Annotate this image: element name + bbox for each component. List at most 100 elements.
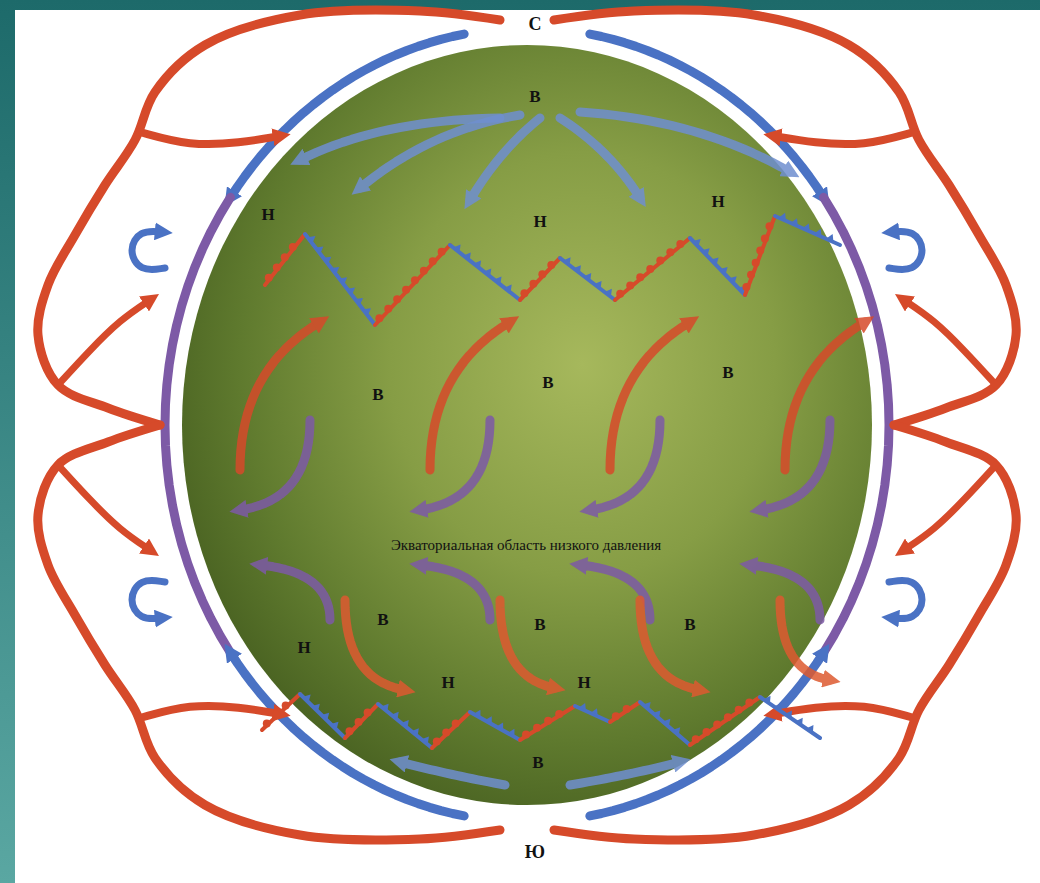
front-tooth [496, 723, 503, 731]
surface-flow [590, 653, 824, 816]
rising-curl [889, 231, 922, 269]
front-tooth [331, 267, 339, 274]
wind-arrow [590, 420, 660, 510]
wind-arrow [260, 565, 330, 620]
cold-front [378, 704, 432, 748]
pressure-letter: В [684, 616, 695, 635]
upper-air-flow [554, 425, 1016, 840]
front-bump [533, 724, 541, 732]
front-bump [724, 713, 732, 721]
front-tooth [323, 257, 331, 264]
front-bump [742, 283, 750, 291]
cold-front [760, 697, 820, 738]
front-bump [345, 727, 353, 735]
front-bump [666, 248, 674, 256]
front-bump [702, 728, 710, 736]
front-tooth [579, 703, 586, 711]
wind-arrow [640, 600, 700, 690]
wind-arrow [570, 762, 680, 785]
cell-flow [58, 300, 150, 385]
cell-flow [58, 465, 150, 550]
front-bump [522, 731, 530, 739]
front-tooth [421, 736, 429, 744]
front-tooth [594, 281, 601, 289]
front-bump [355, 718, 363, 726]
front-tooth [785, 710, 792, 718]
pressure-letter: Н [577, 674, 590, 693]
front-tooth [381, 704, 389, 712]
wind-arrow [560, 118, 640, 198]
front-bump [766, 222, 774, 230]
warm-front [520, 258, 560, 300]
warm-front [615, 238, 690, 300]
wind-arrow [300, 118, 500, 160]
front-tooth [720, 267, 728, 275]
front-bump [676, 240, 684, 248]
pressure-letter: В [542, 374, 553, 393]
cold-front [690, 238, 745, 295]
wind-arrow [430, 322, 510, 470]
front-tooth [814, 229, 821, 237]
front-tooth [484, 269, 491, 277]
upper-air-flow [38, 425, 500, 840]
front-bump [384, 305, 392, 313]
front-tooth [796, 718, 803, 726]
front-tooth [339, 277, 347, 284]
front-bump [263, 719, 271, 727]
wind-arrow [470, 118, 540, 200]
front-bump [747, 271, 755, 279]
wind-arrow [420, 420, 490, 510]
front-tooth [774, 703, 781, 711]
front-tooth [763, 696, 770, 704]
front-tooth [474, 261, 481, 269]
front-tooth [303, 695, 311, 703]
cell-flow [904, 465, 996, 550]
front-bump [272, 710, 280, 718]
wind-arrow [345, 600, 405, 690]
pole-letter: Ю [525, 843, 545, 863]
wind-arrow [420, 565, 490, 620]
front-bump [433, 737, 441, 745]
front-tooth [574, 265, 581, 273]
front-tooth [307, 236, 315, 243]
warm-front [375, 245, 450, 325]
pressure-letter: В [372, 386, 383, 405]
front-tooth [673, 727, 681, 735]
front-tooth [321, 713, 329, 721]
cold-front [300, 694, 345, 738]
wind-arrow [760, 420, 830, 510]
front-tooth [791, 218, 798, 226]
front-tooth [653, 710, 661, 718]
cell-flow [904, 300, 996, 385]
front-tooth [711, 258, 719, 266]
front-bump [544, 717, 552, 725]
front-tooth [401, 720, 409, 728]
front-tooth [663, 719, 671, 727]
pressure-letter: В [377, 611, 388, 630]
front-tooth [729, 276, 737, 284]
front-tooth [826, 234, 833, 242]
front-bump [745, 698, 753, 706]
front-bump [612, 712, 620, 720]
pressure-letter: В [722, 364, 733, 383]
front-tooth [590, 708, 597, 716]
front-tooth [453, 244, 460, 252]
front-bump [364, 709, 372, 717]
pressure-letter: В [532, 754, 543, 773]
front-bump [616, 290, 624, 298]
front-tooth [391, 712, 399, 720]
descending-flow [774, 132, 914, 144]
pressure-letter: Н [261, 206, 274, 225]
wind-arrow [750, 565, 820, 620]
wind-arrow [400, 762, 505, 785]
front-bump [538, 270, 546, 278]
front-tooth [315, 246, 323, 253]
pole-letter: С [529, 15, 542, 35]
front-bump [547, 261, 555, 269]
cold-front [560, 258, 615, 300]
descending-flow [140, 706, 280, 718]
front-bump [282, 702, 290, 710]
front-tooth [563, 257, 570, 265]
warm-front [520, 706, 575, 740]
